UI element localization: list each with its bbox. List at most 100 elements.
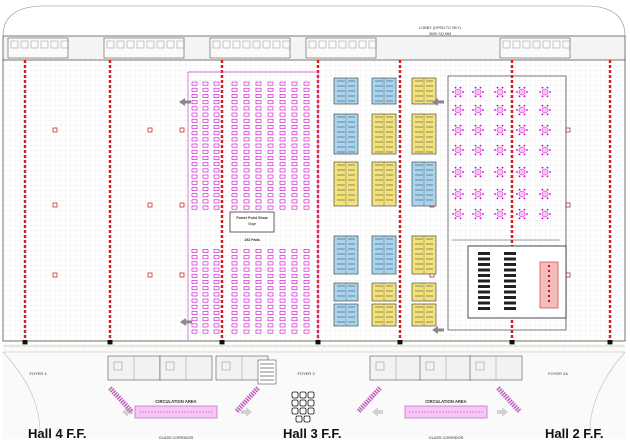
banquet-chair	[459, 166, 462, 169]
banquet-chair	[472, 91, 474, 93]
banquet-chair	[523, 208, 526, 211]
column-dash	[608, 205, 612, 208]
theatre-seat	[303, 162, 310, 167]
column-dash	[108, 130, 112, 133]
column-dash	[108, 195, 112, 198]
banquet-table	[518, 190, 526, 198]
service-cubicle	[358, 40, 367, 49]
column-dash	[23, 205, 27, 208]
column-dash	[23, 115, 27, 118]
column-dash	[108, 205, 112, 208]
theatre-seat	[267, 94, 274, 98]
theatre-seat	[267, 205, 274, 210]
theatre-seat	[255, 81, 262, 86]
column-dash	[220, 195, 224, 198]
theatre-seat	[202, 280, 209, 284]
theatre-seat	[202, 286, 209, 291]
theatre-seat	[231, 143, 238, 148]
banquet-chair	[504, 171, 506, 173]
theatre-seat	[213, 87, 220, 92]
conference-dot	[547, 289, 551, 293]
theatre-seat	[213, 162, 220, 167]
column-dash	[108, 80, 112, 83]
column-dash	[398, 65, 402, 68]
theatre-seat	[191, 304, 198, 309]
banquet-table	[474, 106, 482, 114]
column-dash	[220, 330, 224, 333]
service-cubicle	[318, 40, 327, 49]
theatre-seat	[279, 94, 286, 98]
column-dash	[220, 90, 224, 93]
theatre-seat	[279, 131, 286, 136]
column-dash	[398, 335, 402, 338]
theatre-seat	[279, 118, 286, 123]
column-dash	[108, 115, 112, 118]
column-dash	[220, 100, 224, 103]
banquet-chair	[472, 109, 474, 111]
column-dash	[23, 120, 27, 123]
banquet-chair	[501, 153, 504, 156]
theatre-seat	[291, 193, 298, 198]
foyer-fixture	[165, 361, 175, 371]
column-marker	[147, 127, 153, 133]
theatre-seat	[267, 180, 274, 185]
theatre-seat	[255, 311, 262, 315]
theatre-seat	[255, 187, 262, 191]
column-dash	[108, 60, 112, 63]
foyer-fixture	[113, 361, 123, 371]
theatre-seat	[267, 118, 274, 123]
theatre-seat	[202, 205, 209, 210]
column-dash	[23, 255, 27, 258]
banquet-chair	[472, 193, 474, 195]
theatre-seat	[303, 149, 310, 154]
theatre-seat	[243, 81, 250, 86]
conference-row-right	[504, 290, 516, 294]
column-dash	[398, 310, 402, 313]
exhibition-booths	[333, 77, 437, 327]
conference-row-left	[478, 263, 490, 266]
theatre-seat	[191, 112, 198, 117]
theatre-seat	[213, 156, 220, 160]
column-dash	[510, 205, 514, 208]
theatre-seat	[231, 112, 238, 117]
banquet-chair	[459, 124, 462, 127]
theatre-seat	[191, 261, 198, 266]
theatre-seat	[291, 162, 298, 167]
theatre-seat	[291, 329, 298, 334]
column-dash	[510, 225, 514, 228]
column-dash	[510, 190, 514, 193]
theatre-seat	[279, 249, 286, 253]
banquet-chair	[504, 109, 506, 111]
theatre-seat	[303, 286, 310, 291]
theatre-seat	[255, 280, 262, 284]
theatre-seat	[255, 137, 262, 142]
column-dash	[608, 335, 612, 338]
column-dash	[108, 110, 112, 113]
theatre-seat	[191, 137, 198, 142]
column-dash	[608, 325, 612, 328]
theatre-seat	[243, 273, 250, 278]
theatre-seat	[243, 323, 250, 328]
column-dash	[608, 170, 612, 173]
column-dash	[23, 315, 27, 318]
banquet-table	[454, 190, 462, 198]
locker	[291, 407, 299, 415]
banquet-chair	[494, 171, 496, 173]
service-cubicle	[338, 40, 347, 49]
theatre-seat	[191, 255, 198, 260]
circulation-area-right	[404, 405, 488, 419]
service-cubicle	[328, 40, 337, 49]
banquet-chair	[526, 193, 528, 195]
banquet-chair	[454, 133, 457, 136]
column-dash	[608, 135, 612, 138]
banquet-chair	[504, 91, 506, 93]
banquet-chair	[472, 171, 474, 173]
foyer-fixture	[375, 361, 385, 371]
column-dash	[23, 135, 27, 138]
theatre-seat	[291, 205, 298, 210]
banquet-chair	[472, 149, 474, 151]
theatre-seat	[291, 137, 298, 142]
column-dash	[23, 260, 27, 263]
glass-corridor-left: GLASS CORRIDOR	[159, 436, 194, 440]
theatre-seat	[267, 323, 274, 328]
